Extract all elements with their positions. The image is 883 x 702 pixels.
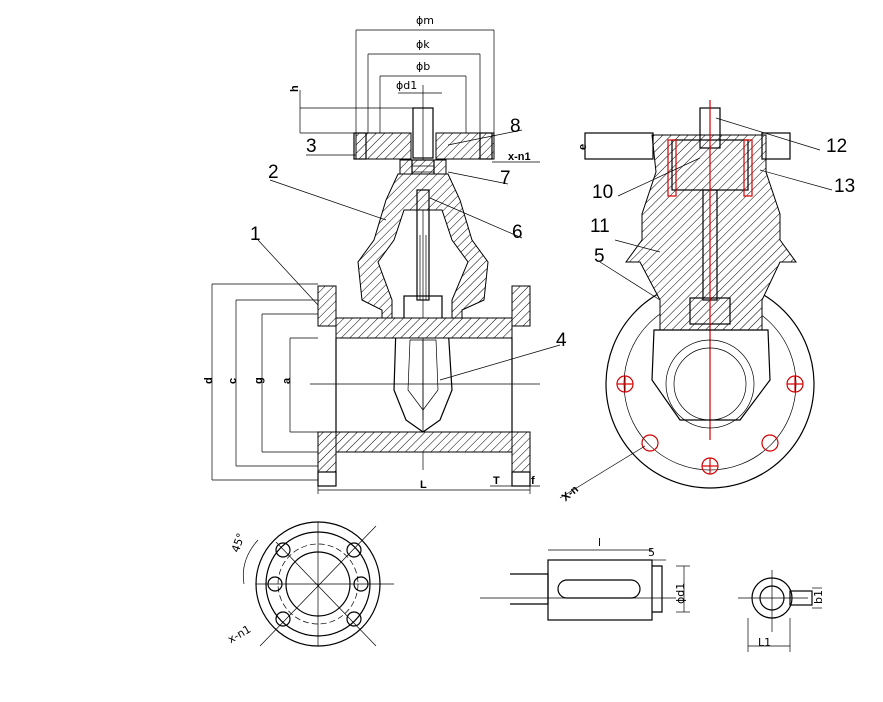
dim-f: f	[531, 475, 535, 487]
part-5: 5	[594, 246, 605, 267]
dim-c: c	[227, 378, 239, 384]
dim-e: e	[577, 144, 589, 150]
dim-s: 5	[648, 546, 655, 559]
part-2: 2	[268, 162, 279, 183]
dim-x-n1-bottom: x-n1	[226, 623, 254, 646]
part-1: 1	[250, 224, 261, 245]
dim-phi-k: ϕk	[416, 38, 430, 51]
dim-a: a	[281, 377, 293, 384]
part-12: 12	[826, 136, 847, 157]
part-10: 10	[592, 182, 613, 203]
dim-g: g	[253, 377, 265, 384]
body	[310, 285, 540, 487]
dim-phi-m: ϕm	[416, 14, 434, 27]
flange-plan-view	[242, 521, 394, 647]
part-11: 11	[590, 216, 610, 237]
stem	[416, 189, 430, 301]
keyway-detail	[738, 570, 822, 652]
dim-L: L	[420, 479, 427, 491]
dim-l: l	[598, 536, 601, 549]
bonnet	[357, 173, 489, 319]
part-4: 4	[556, 330, 567, 351]
part-7: 7	[500, 168, 511, 189]
dim-x-n: X-n	[560, 483, 582, 504]
part-8: 8	[510, 116, 521, 137]
dim-d: d	[203, 377, 215, 384]
stem-detail	[480, 549, 690, 621]
dim-h: h	[289, 85, 301, 92]
dim-phi-d1-stem: ϕd1	[674, 583, 687, 604]
dim-phi-d1: ϕd1	[396, 79, 417, 92]
section-view	[211, 29, 561, 494]
end-view	[559, 100, 833, 499]
dim-x-n1: x-n1	[508, 151, 531, 163]
dim-phi-b: ϕb	[416, 60, 430, 73]
dim-b1: b1	[812, 590, 825, 604]
part-6: 6	[512, 222, 523, 243]
dim-T: T	[493, 475, 500, 487]
bolt-holes	[616, 375, 804, 475]
dim-angle: 45°	[229, 531, 248, 554]
left-dimension-lines	[211, 283, 318, 481]
part-13: 13	[834, 176, 855, 197]
top-flange	[353, 132, 495, 160]
top-dimension-lines	[299, 29, 495, 138]
part-3: 3	[306, 136, 317, 157]
dim-L1: L1	[758, 636, 771, 649]
